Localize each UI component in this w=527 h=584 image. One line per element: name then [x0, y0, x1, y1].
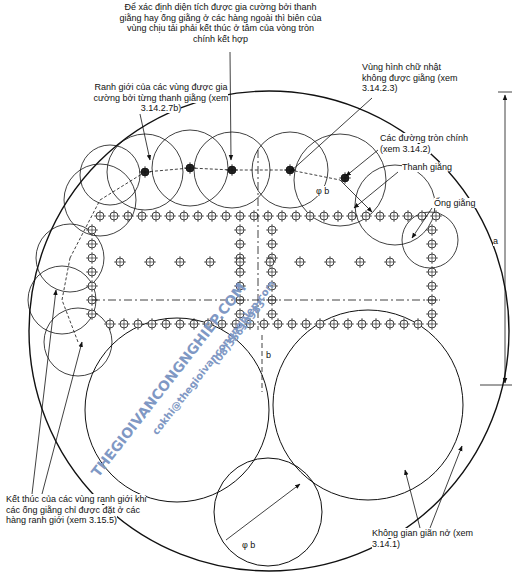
callout-label: Ống giằng: [434, 198, 494, 209]
callout-label: Kết thúc của các vùng ranh giới khi các …: [6, 494, 156, 526]
callout-label: Các đường tròn chính (xem 3.14.2): [380, 133, 480, 154]
callout-label: b: [266, 350, 278, 361]
callout-label: Ranh giới của các vùng được gia cường bở…: [86, 82, 236, 114]
callout-label: a: [493, 236, 505, 247]
callout-label: Không gian giãn nở (xem 3.14.1): [372, 528, 502, 549]
watermark: THEGIOIVANCONGNGHIEP.COM: [88, 280, 249, 480]
callout-label: φ b: [242, 540, 272, 551]
principal-circles: [28, 130, 458, 376]
leader-lines: [32, 52, 512, 540]
callout-label: Thanh giằng: [402, 162, 472, 173]
callout-label: Để xác định diện tích được gia cường bởi…: [118, 2, 323, 44]
callout-label: Vùng hình chữ nhật không được giằng (xem…: [362, 62, 462, 94]
callout-label: φ b: [316, 186, 346, 197]
